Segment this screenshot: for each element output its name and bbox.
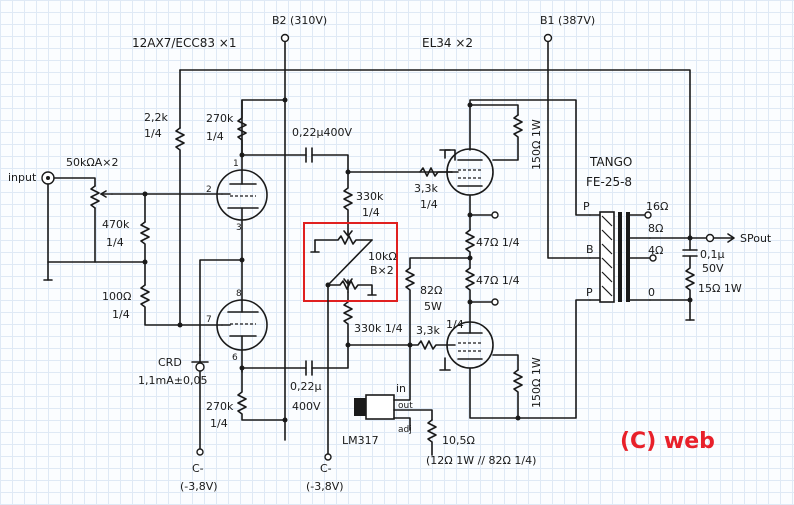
lm317-pin-in: in <box>396 382 406 395</box>
pot-label: 10kΩ <box>368 250 397 263</box>
el34-upper <box>439 99 591 231</box>
pot-count: B×2 <box>370 264 394 277</box>
zobel-c-label: 0,1μ <box>700 248 725 261</box>
r-270k-top-label: 270k <box>206 112 234 125</box>
r-2k2 <box>175 127 185 328</box>
tap-0-label: 0 <box>648 286 655 299</box>
lm317-regulator <box>354 344 437 456</box>
r-3k3-bot-label: 3,3k <box>416 324 440 337</box>
pin8-label: 8 <box>236 289 242 299</box>
r-270k-top <box>237 97 288 156</box>
r-150-top-label: 150Ω 1W <box>530 119 543 170</box>
crd-diode <box>191 354 209 456</box>
output-tube-label: EL34 ×2 <box>422 36 473 50</box>
c-bot-label: 0,22μ <box>290 380 322 393</box>
watermark: (C) web <box>620 429 715 454</box>
volume-pot-label: 50kΩA×2 <box>66 156 119 169</box>
r-10-5-note: (12Ω 1W // 82Ω 1/4) <box>426 454 536 467</box>
tap-b-label: B <box>586 243 594 256</box>
r-330k-top-label: 330k <box>356 190 384 203</box>
r-270k-top-watt: 1/4 <box>206 130 224 143</box>
pin1-label: 1 <box>233 159 239 169</box>
b1-label: B1 (387V) <box>540 14 595 27</box>
grid-stoppers <box>347 167 456 350</box>
r-82-label: 82Ω <box>420 284 442 297</box>
pin2-label: 2 <box>206 185 212 195</box>
r-47-top-label: 47Ω 1/4 <box>476 236 520 249</box>
grid-leak-chain <box>140 191 223 326</box>
r-270k-bot-label: 270k <box>206 400 234 413</box>
r-470k-label: 470k <box>102 218 130 231</box>
ot-model-label: FE-25-8 <box>586 175 632 189</box>
output-transformer <box>589 211 715 303</box>
r-330k-bot-label: 330k 1/4 <box>354 322 403 335</box>
r-270k-bot-watt: 1/4 <box>210 417 228 430</box>
r-2k2-label: 2,2k <box>144 111 168 124</box>
c-bot-volt: 400V <box>292 400 321 413</box>
c-top-label: 0,22μ400V <box>292 126 352 139</box>
tap-16-label: 16Ω <box>646 200 668 213</box>
r-100-watt: 1/4 <box>112 308 130 321</box>
cminus-mid-volt: (-3,8V) <box>306 480 344 493</box>
r-47-pair <box>405 229 499 348</box>
ot-brand-label: TANGO <box>589 155 632 169</box>
crd-label: CRD <box>158 356 182 369</box>
tap-p2-label: P <box>586 286 593 299</box>
lm317-pin-out: out <box>398 401 413 411</box>
spout-label: SPout <box>740 232 772 245</box>
input-section <box>41 171 223 281</box>
cminus-left-label: C- <box>192 462 204 475</box>
r-82-watt: 5W <box>424 300 442 313</box>
tap-4-label: 4Ω <box>648 244 663 257</box>
r-3k3-bot-watt: 1/4 <box>446 318 464 331</box>
r-3k3-top-watt: 1/4 <box>420 198 438 211</box>
zobel-network <box>682 233 735 321</box>
cminus-left-volt: (-3,8V) <box>180 480 218 493</box>
lm317-pin-adj: adj <box>398 425 412 435</box>
cminus-mid-label: C- <box>320 462 332 475</box>
tap-8-label: 8Ω <box>648 222 663 235</box>
triode-lower <box>216 299 288 423</box>
crd-value: 1,1mA±0,05 <box>138 374 207 387</box>
b1-terminal <box>543 33 553 43</box>
pin3-label: 3 <box>236 223 242 233</box>
el34-lower <box>439 299 591 421</box>
supply-rails <box>179 33 691 441</box>
r-3k3-top-label: 3,3k <box>414 182 438 195</box>
preamp-tube-label: 12AX7/ECC83 ×1 <box>132 36 237 50</box>
zobel-r-label: 15Ω 1W <box>698 282 742 295</box>
pin6-label: 6 <box>232 353 238 363</box>
r-330k-pair <box>343 171 353 346</box>
lm317-label: LM317 <box>342 434 379 447</box>
r-47-bot-label: 47Ω 1/4 <box>476 274 520 287</box>
zobel-c-volt: 50V <box>702 262 724 275</box>
b2-terminal <box>280 33 290 43</box>
r-470k-watt: 1/4 <box>106 236 124 249</box>
pin7-label: 7 <box>206 315 212 325</box>
r-100-label: 100Ω <box>102 290 131 303</box>
r-2k2-watt: 1/4 <box>144 127 162 140</box>
b2-label: B2 (310V) <box>272 14 327 27</box>
coupling-caps <box>241 147 453 376</box>
highlight-box <box>303 222 398 302</box>
tap-p1-label: P <box>583 200 590 213</box>
bias-balance-pot <box>303 222 398 461</box>
r-150-bot-label: 150Ω 1W <box>530 357 543 408</box>
r-330k-top-watt: 1/4 <box>362 206 380 219</box>
r-10-5-label: 10,5Ω <box>442 434 475 447</box>
input-label: input <box>8 171 37 184</box>
